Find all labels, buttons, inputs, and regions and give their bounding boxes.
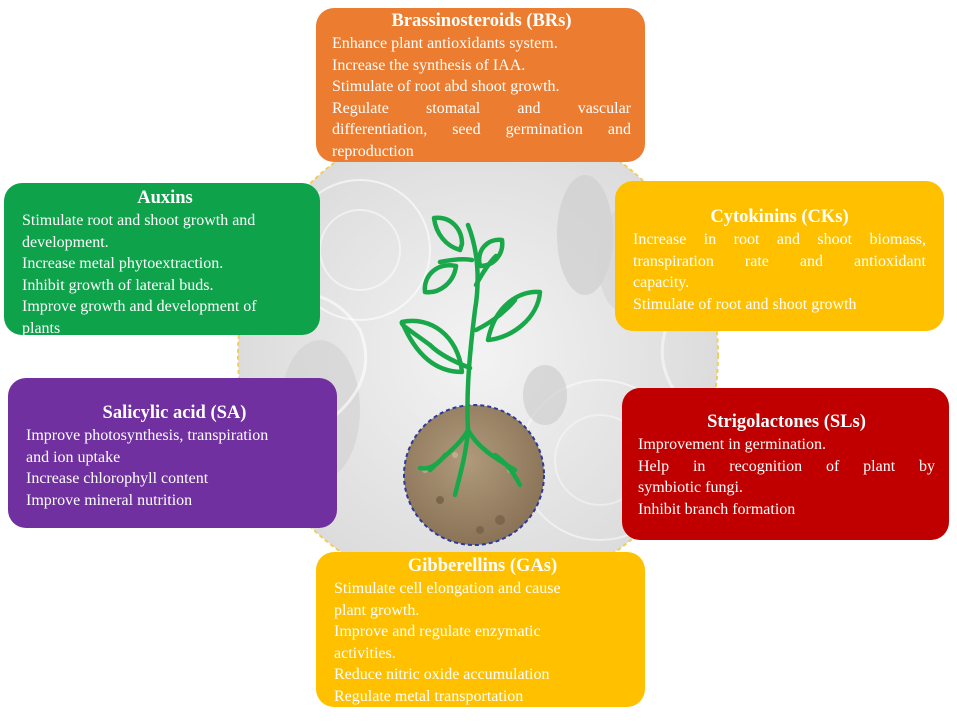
strigolactones-line: Inhibit branch formation xyxy=(638,500,796,518)
brassinosteroids-line: Enhance plant antioxidants system. xyxy=(332,35,558,52)
auxins-line: plants xyxy=(22,319,61,337)
auxins-line: Increase metal phytoextraction. xyxy=(22,255,224,272)
auxins-line: Stimulate root and shoot growth and xyxy=(22,212,256,229)
gibberellins-line: Stimulate cell elongation and cause xyxy=(334,580,561,597)
salicylic-acid-line: Improve mineral nutrition xyxy=(26,491,193,509)
cytokinins-line: capacity. xyxy=(633,274,690,291)
gibberellins-line: Reduce nitric oxide accumulation xyxy=(334,666,550,683)
salicylic-acid-title: Salicylic acid (SA) xyxy=(102,403,247,423)
strigolactones-line: Help in recognition of plant by xyxy=(638,457,935,475)
brassinosteroids-box: Brassinosteroids (BRs) Enhance plant ant… xyxy=(316,8,645,162)
auxins-line: Inhibit growth of lateral buds. xyxy=(22,276,214,294)
strigolactones-title: Strigolactones (SLs) xyxy=(707,412,866,432)
plant-sprout-icon xyxy=(399,215,543,498)
gibberellins-line: plant growth. xyxy=(334,601,420,619)
strigolactones-line: symbiotic fungi. xyxy=(638,479,743,496)
cytokinins-line: Stimulate of root and shoot growth xyxy=(633,295,857,313)
salicylic-acid-line: Increase chlorophyll content xyxy=(26,470,209,487)
auxins-line: development. xyxy=(22,233,109,251)
brassinosteroids-line: Increase the synthesis of IAA. xyxy=(332,56,526,74)
brassinosteroids-line: Stimulate of root abd shoot growth. xyxy=(332,78,560,95)
strigolactones-box: Strigolactones (SLs) Improvement in germ… xyxy=(622,388,949,540)
auxins-box: Auxins Stimulate root and shoot growth a… xyxy=(4,183,320,337)
cytokinins-line: Increase in root and shoot biomass, xyxy=(633,231,926,248)
auxins-line: Improve growth and development of xyxy=(22,298,257,315)
gibberellins-title: Gibberellins (GAs) xyxy=(407,556,558,576)
gibberellins-line: Improve and regulate enzymatic xyxy=(334,623,541,640)
auxins-title: Auxins xyxy=(137,188,193,208)
gibberellins-box: Gibberellins (GAs) Stimulate cell elonga… xyxy=(316,552,645,707)
salicylic-acid-box: Salicylic acid (SA) Improve photosynthes… xyxy=(8,378,337,528)
brassinosteroids-line: differentiation, seed germination and xyxy=(332,121,631,138)
strigolactones-line: Improvement in germination. xyxy=(638,436,826,453)
brassinosteroids-title: Brassinosteroids (BRs) xyxy=(391,11,572,31)
gibberellins-line: activities. xyxy=(334,644,396,662)
brassinosteroids-line: Regulate stomatal and vascular xyxy=(332,99,631,117)
cytokinins-line: transpiration rate and antioxidant xyxy=(633,252,926,270)
soil-ball-icon xyxy=(403,404,545,546)
brassinosteroids-line: reproduction xyxy=(332,142,414,160)
salicylic-acid-line: and ion uptake xyxy=(26,448,121,466)
gibberellins-line: Regulate metal transportation xyxy=(334,687,524,705)
cytokinins-box: Cytokinins (CKs) Increase in root and sh… xyxy=(615,181,944,331)
salicylic-acid-line: Improve photosynthesis, transpiration xyxy=(26,427,269,444)
cytokinins-title: Cytokinins (CKs) xyxy=(710,207,849,227)
